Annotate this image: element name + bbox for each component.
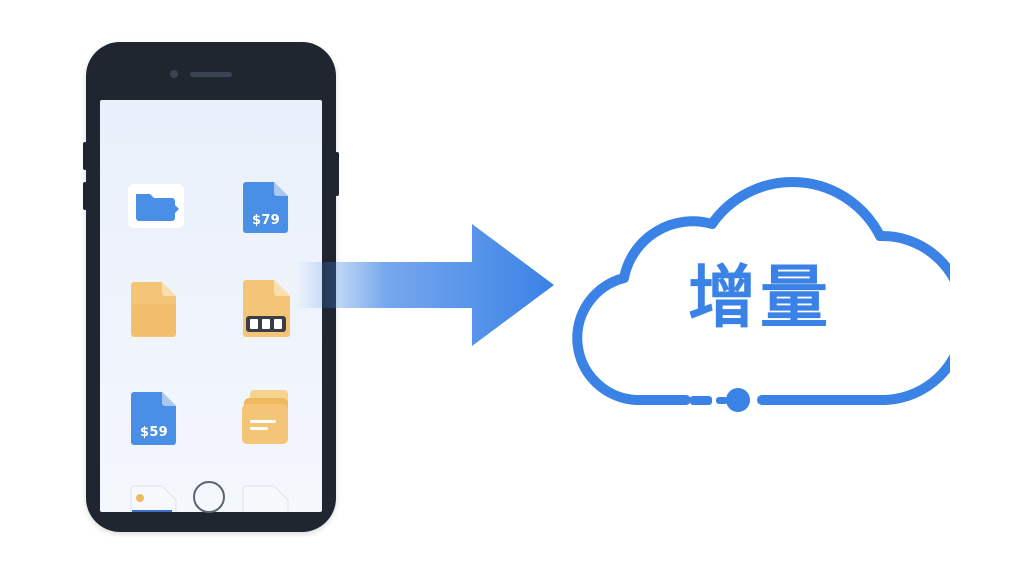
volume-up-button bbox=[83, 142, 87, 170]
document-label: $79 bbox=[251, 213, 281, 228]
yellow-document-icon bbox=[130, 280, 178, 338]
document-label: $59 bbox=[139, 425, 169, 440]
yellow-battery-document-icon bbox=[242, 278, 292, 338]
partial-document-icon bbox=[130, 484, 178, 512]
smartphone: $79 bbox=[83, 42, 339, 532]
power-button bbox=[335, 152, 339, 196]
phone-screen: $79 bbox=[100, 100, 322, 512]
home-button bbox=[193, 481, 225, 513]
earpiece-speaker bbox=[190, 72, 232, 77]
volume-down-button bbox=[83, 182, 87, 210]
right-arrow-icon bbox=[296, 222, 558, 348]
front-camera bbox=[170, 70, 178, 78]
yellow-folder-icon bbox=[240, 388, 294, 446]
partial-document-icon bbox=[242, 484, 290, 512]
cloud-label: 增量 bbox=[687, 259, 832, 338]
blue-document-icon: $79 bbox=[242, 180, 290, 234]
blue-folder-icon bbox=[128, 184, 184, 228]
blue-document-icon: $59 bbox=[130, 390, 178, 446]
